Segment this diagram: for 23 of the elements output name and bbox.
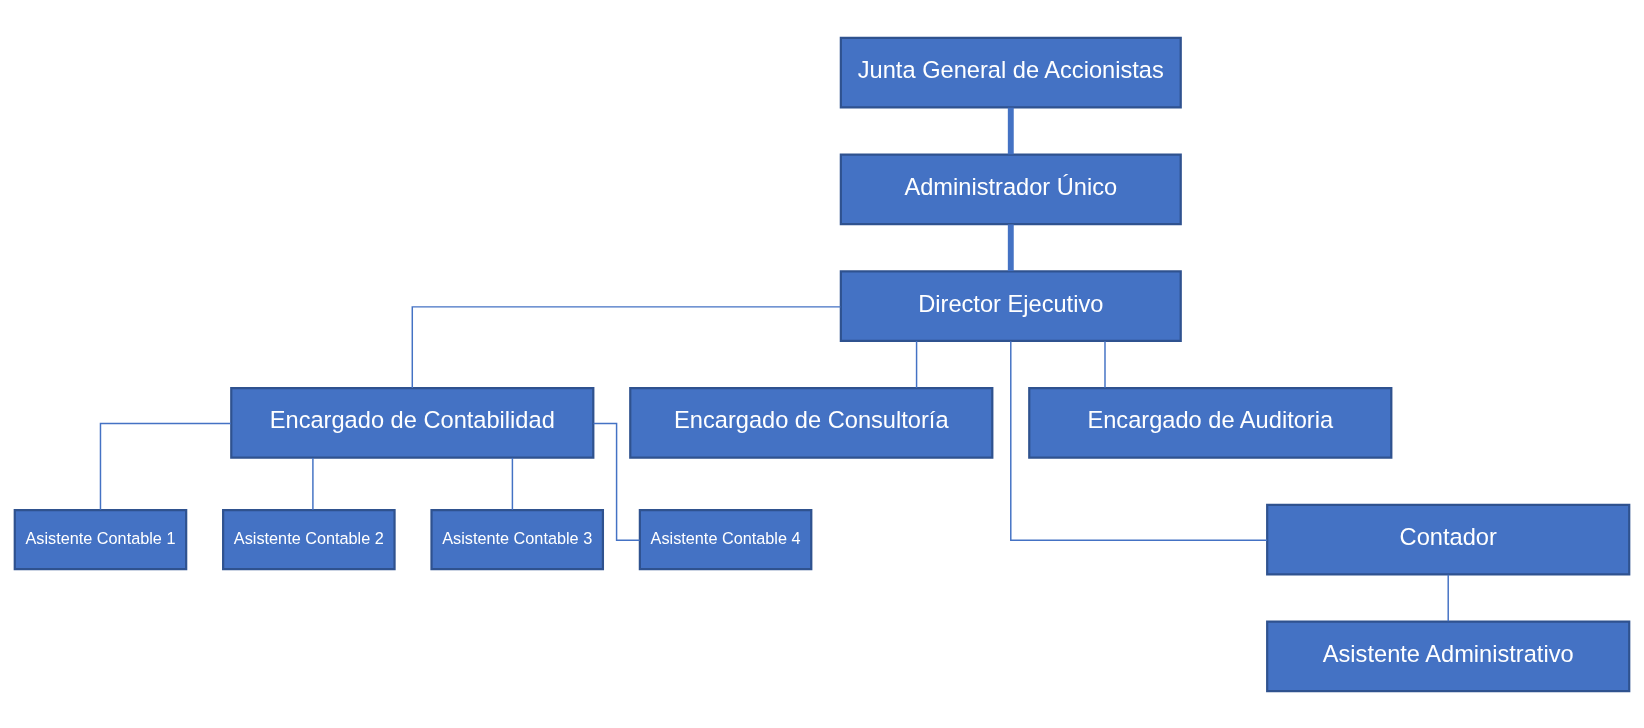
connector <box>411 305 842 389</box>
connector <box>1007 107 1014 154</box>
connector <box>592 422 641 541</box>
node-box: Encargado de Auditoria <box>1028 386 1393 459</box>
node-box: Encargado de Contabilidad <box>230 386 595 459</box>
connector <box>312 456 314 510</box>
node-box: Asistente Contable 4 <box>638 508 813 570</box>
node-box: Asistente Contable 1 <box>13 508 188 570</box>
node-box: Asistente Contable 3 <box>430 508 605 570</box>
node-box: Junta General de Accionistas <box>839 36 1182 108</box>
node-box: Director Ejecutivo <box>839 269 1182 342</box>
node-box: Asistente Administrativo <box>1266 620 1631 692</box>
connector <box>1447 573 1449 622</box>
node-box: Contador <box>1266 503 1631 575</box>
connector <box>99 422 232 510</box>
connector <box>1007 223 1014 271</box>
connector <box>511 456 514 510</box>
node-box: Encargado de Consultoría <box>629 386 994 459</box>
connector <box>1010 339 1268 541</box>
node-box: Asistente Contable 2 <box>222 508 396 570</box>
node-box: Administrador Único <box>839 153 1182 225</box>
connector <box>915 339 918 389</box>
connector <box>1104 339 1106 389</box>
